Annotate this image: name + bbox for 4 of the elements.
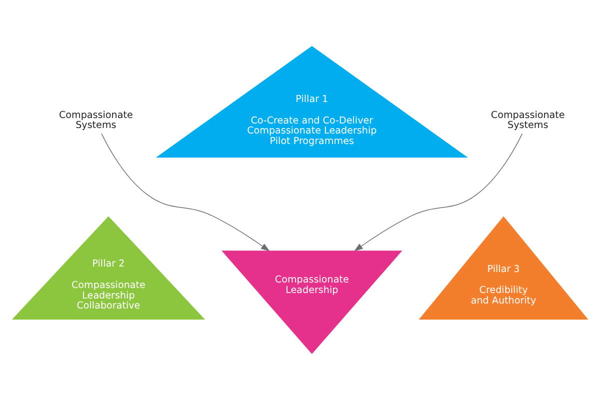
arrow [354,133,523,252]
node-text: Compassionate Systems [58,110,133,132]
arrow [101,133,270,252]
node-text: Compassionate Systems [490,110,565,132]
